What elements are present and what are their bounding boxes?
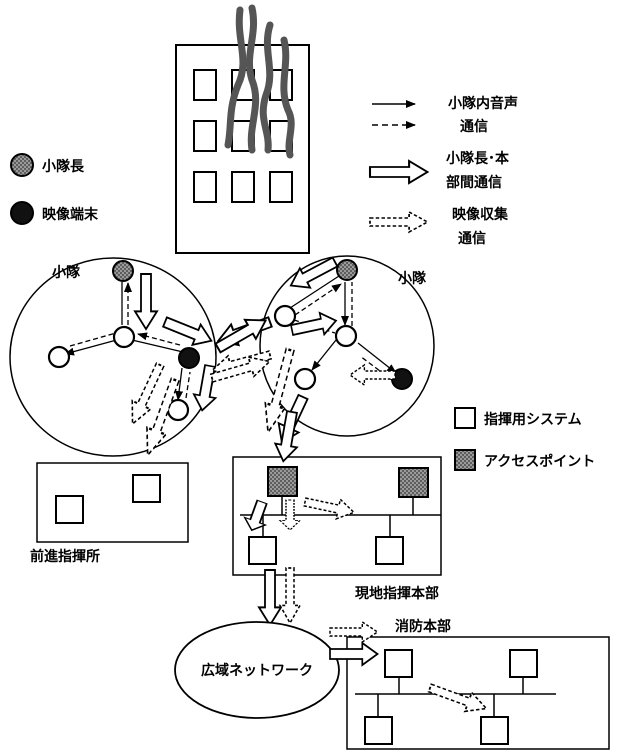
link bbox=[131, 339, 184, 353]
command-system-terminal bbox=[375, 536, 404, 565]
legend-block-arrow bbox=[368, 159, 429, 185]
legend-voice-label-1: 小隊内音声 bbox=[448, 95, 518, 112]
command-system-terminal bbox=[248, 536, 277, 565]
command-system-terminal bbox=[55, 495, 84, 524]
link bbox=[294, 283, 342, 316]
link bbox=[359, 355, 393, 381]
command-system-terminal bbox=[509, 649, 538, 678]
command-system-terminal bbox=[384, 649, 413, 678]
wide-area-network-cloud bbox=[174, 621, 340, 719]
squad-left-label: 小隊 bbox=[52, 264, 81, 281]
video-collect-arrow bbox=[279, 567, 301, 624]
access-point bbox=[267, 466, 298, 497]
legend-leader-label-2: 部間通信 bbox=[446, 174, 502, 191]
fire-headquarters: 消防本部 bbox=[329, 618, 610, 750]
legend-command-system-label: 指揮用システム bbox=[484, 411, 582, 428]
forward-command-post: 前進指揮所 bbox=[30, 462, 189, 565]
field-headquarters: 現地指揮本部 bbox=[232, 409, 442, 602]
squad-left: 小隊 bbox=[9, 257, 222, 460]
member-node bbox=[47, 345, 71, 369]
field-hq-label: 現地指揮本部 bbox=[355, 585, 439, 602]
command-system-terminal bbox=[364, 716, 393, 745]
command-system-terminal bbox=[480, 716, 509, 745]
member-node bbox=[273, 304, 297, 328]
access-point bbox=[398, 467, 429, 498]
legend-video-terminal-icon bbox=[10, 201, 34, 225]
link bbox=[311, 339, 337, 371]
member-node bbox=[334, 324, 358, 348]
squad-right-label: 小隊 bbox=[398, 270, 427, 287]
legend-video-terminal-label: 映像端末 bbox=[42, 206, 99, 223]
fire-flames bbox=[224, 4, 295, 159]
legend-leader-label-1: 小隊長･本 bbox=[446, 150, 510, 167]
fire-hq-label: 消防本部 bbox=[395, 618, 451, 635]
forward-post-box bbox=[36, 462, 189, 543]
legend: 小隊内音声 通信 小隊長･本 部間通信 映像収集 通信 小隊長 映像端末 指揮用… bbox=[10, 95, 595, 471]
member-node bbox=[112, 325, 136, 349]
squad-right: 小隊 bbox=[208, 251, 435, 448]
fire-hq-box bbox=[346, 636, 610, 750]
squad-leader-node bbox=[112, 260, 134, 282]
command-system-terminal bbox=[132, 474, 161, 503]
legend-access-point-label: アクセスポイント bbox=[484, 453, 595, 470]
legend-voice-label-2: 通信 bbox=[460, 118, 488, 135]
link bbox=[175, 367, 184, 401]
link bbox=[137, 332, 181, 346]
video-collect-arrow bbox=[302, 491, 357, 523]
field-hq-box bbox=[232, 456, 442, 576]
legend-video-label-1: 映像収集 bbox=[452, 206, 509, 223]
video-terminal-node bbox=[178, 347, 200, 369]
link bbox=[357, 342, 397, 374]
legend-access-point-icon bbox=[454, 449, 476, 471]
squad-leader-node bbox=[336, 259, 358, 281]
member-node bbox=[293, 367, 317, 391]
member-node bbox=[166, 398, 190, 422]
forward-post-label: 前進指揮所 bbox=[30, 548, 100, 565]
video-collect-arrow bbox=[329, 621, 379, 643]
legend-dashed-block-arrow bbox=[369, 211, 429, 233]
legend-squad-leader-label: 小隊長 bbox=[42, 158, 85, 175]
link bbox=[185, 371, 191, 399]
legend-video-label-2: 通信 bbox=[458, 230, 486, 247]
video-collect-arrow bbox=[425, 677, 491, 719]
wide-area-network-label: 広域ネットワーク bbox=[201, 662, 313, 679]
link bbox=[289, 275, 340, 309]
leader-hq-arrow bbox=[240, 497, 274, 535]
legend-squad-leader-icon bbox=[10, 153, 34, 177]
wide-area-network: 広域ネットワーク bbox=[174, 621, 340, 719]
leader-hq-arrow bbox=[258, 569, 282, 626]
legend-command-system-icon bbox=[454, 407, 476, 429]
